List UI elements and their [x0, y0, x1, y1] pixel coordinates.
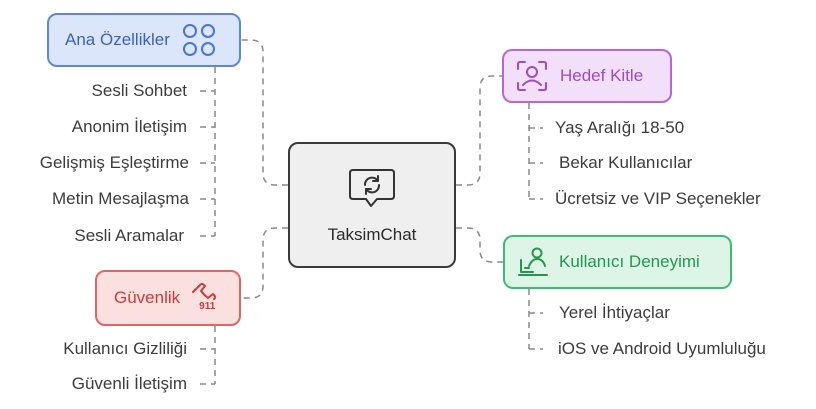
features-item: Metin Mesajlaşma — [52, 189, 189, 208]
features-item: Sesli Sohbet — [91, 81, 187, 100]
grid-circles-icon — [182, 23, 216, 57]
features-node[interactable]: Ana Özellikler — [47, 13, 241, 67]
center-label: TaksimChat — [327, 224, 417, 244]
features-item: Anonim İletişim — [71, 117, 187, 136]
ux-item: iOS ve Android Uyumluluğu — [558, 339, 766, 358]
audience-item: Yaş Aralığı 18-50 — [555, 118, 685, 137]
ux-node[interactable]: Kullanıcı Deneyimi — [503, 235, 732, 289]
refresh-chat-icon — [347, 166, 397, 215]
audience-node[interactable]: Hedef Kitle — [502, 49, 672, 103]
ux-label: Kullanıcı Deneyimi — [559, 252, 700, 271]
phone-911-icon: 911 — [190, 281, 224, 315]
audience-item: Bekar Kullanıcılar — [559, 153, 693, 172]
features-item: Sesli Aramalar — [74, 226, 184, 245]
user-laptop-icon — [517, 246, 549, 278]
features-item: Gelişmiş Eşleştirme — [39, 153, 189, 172]
user-frame-icon — [516, 60, 548, 92]
phone-911-text: 911 — [199, 301, 216, 312]
audience-item: Ücretsiz ve VIP Seçenekler — [555, 189, 761, 208]
security-label: Güvenlik — [114, 288, 181, 307]
ux-item: Yerel İhtiyaçlar — [559, 303, 670, 322]
audience-label: Hedef Kitle — [560, 66, 644, 85]
security-item: Kullanıcı Gizliliği — [63, 339, 187, 358]
security-item: Güvenli İletişim — [71, 374, 187, 393]
center-node[interactable]: TaksimChat — [288, 142, 456, 268]
features-label: Ana Özellikler — [65, 30, 170, 49]
security-node[interactable]: Güvenlik 911 — [95, 270, 241, 326]
